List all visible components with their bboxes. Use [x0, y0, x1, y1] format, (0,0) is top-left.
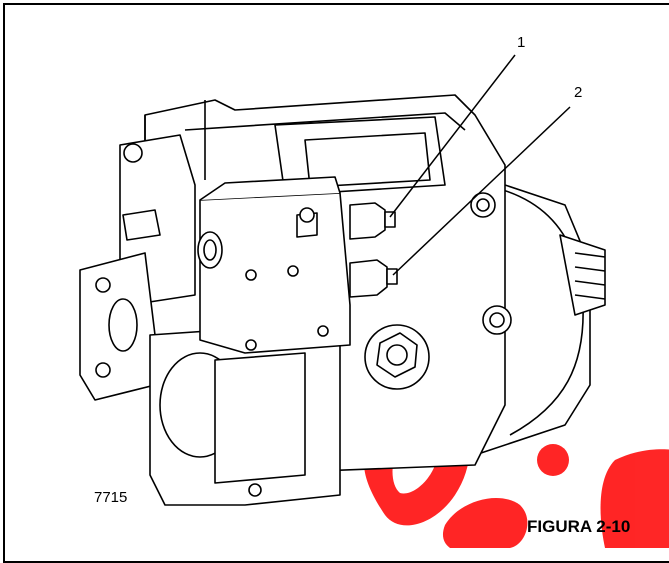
callout-1: 1 [517, 34, 526, 51]
figure-frame: 1 2 7715 FIGURA 2-10 [3, 3, 669, 563]
image-code: 7715 [94, 489, 128, 506]
callout-2: 2 [574, 84, 583, 101]
hydraulic-pump-illustration [79, 54, 669, 548]
figure-title: FIGURA 2-10 [527, 517, 631, 536]
